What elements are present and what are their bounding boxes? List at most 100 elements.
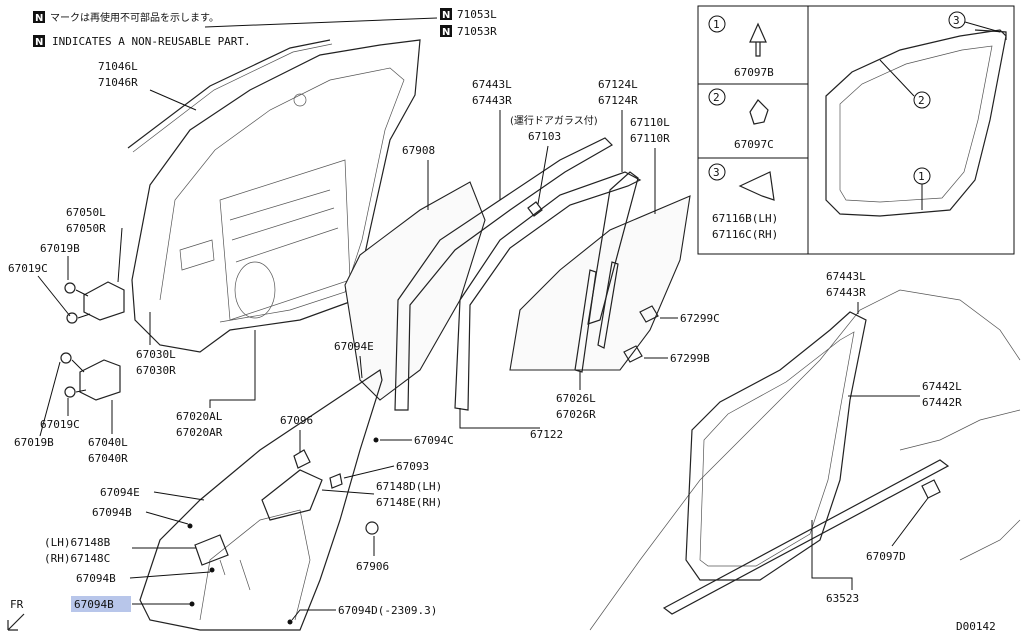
svg-text:67094B: 67094B bbox=[76, 572, 116, 585]
inset-callout-1: 1 bbox=[913, 167, 931, 210]
label-67019c-top: 67019C bbox=[8, 262, 71, 317]
door-trim-drawing bbox=[139, 369, 383, 631]
svg-text:67019B: 67019B bbox=[40, 242, 80, 255]
label-67124: 67124L 67124R bbox=[598, 78, 638, 172]
label-67094e-top: 67094E bbox=[334, 340, 374, 379]
svg-text:67094B: 67094B bbox=[74, 598, 114, 611]
svg-text:67040L: 67040L bbox=[88, 436, 128, 449]
svg-text:FR: FR bbox=[10, 598, 24, 611]
svg-text:67122: 67122 bbox=[530, 428, 563, 441]
svg-text:67116C(RH): 67116C(RH) bbox=[712, 228, 778, 241]
label-67094d: 67094D(-2309.3) bbox=[287, 604, 437, 625]
label-67094b-low: 67094B bbox=[76, 567, 215, 585]
svg-text:67094D(-2309.3): 67094D(-2309.3) bbox=[338, 604, 437, 617]
diagram-code: D00142 bbox=[956, 620, 996, 633]
svg-text:3: 3 bbox=[713, 166, 720, 179]
label-71053: N N 71053L 71053R bbox=[204, 8, 497, 38]
label-67103: (運行ドアガラス付) 67103 bbox=[510, 114, 598, 205]
label-67299c: 67299C bbox=[639, 305, 720, 325]
svg-text:2: 2 bbox=[918, 94, 925, 107]
label-71046: 71046L 71046R bbox=[98, 60, 197, 111]
label-67020: 67020AL 67020AR bbox=[176, 330, 256, 439]
label-67148d: 67148D(LH) 67148E(RH) bbox=[321, 480, 442, 509]
svg-text:67110L: 67110L bbox=[630, 116, 670, 129]
label-63523: 63523 bbox=[811, 520, 859, 605]
inset-item-2: 2 67097C bbox=[708, 88, 774, 151]
label-67299b: 67299B bbox=[623, 345, 710, 365]
svg-text:(LH)67148B: (LH)67148B bbox=[44, 536, 111, 549]
label-67096: 67096 bbox=[280, 414, 313, 469]
label-67093: 67093 bbox=[329, 460, 429, 489]
svg-text:67040R: 67040R bbox=[88, 452, 128, 465]
svg-text:67093: 67093 bbox=[396, 460, 429, 473]
svg-text:63523: 63523 bbox=[826, 592, 859, 605]
svg-text:67026L: 67026L bbox=[556, 392, 596, 405]
svg-text:67148E(RH): 67148E(RH) bbox=[376, 496, 442, 509]
label-67443-right: 67443L 67443R bbox=[826, 270, 866, 314]
svg-text:67094B: 67094B bbox=[92, 506, 132, 519]
label-67040: 67040L 67040R bbox=[88, 400, 128, 465]
note-jp: マークは再使用不可部品を示します。 bbox=[50, 11, 219, 24]
svg-text:67050L: 67050L bbox=[66, 206, 106, 219]
note-en: INDICATES A NON-REUSABLE PART. bbox=[52, 35, 251, 48]
svg-text:71053R: 71053R bbox=[457, 25, 497, 38]
svg-text:1: 1 bbox=[918, 170, 925, 183]
label-67019c-bot: 67019C bbox=[40, 398, 80, 431]
svg-text:67097D: 67097D bbox=[866, 550, 906, 563]
svg-text:67030R: 67030R bbox=[136, 364, 176, 377]
label-67906: 67906 bbox=[356, 521, 389, 573]
svg-text:67050R: 67050R bbox=[66, 222, 106, 235]
hinge-upper bbox=[64, 281, 125, 324]
svg-text:(運行ドアガラス付): (運行ドアガラス付) bbox=[510, 114, 598, 127]
hinge-lower bbox=[60, 352, 121, 401]
svg-text:67094E: 67094E bbox=[334, 340, 374, 353]
inset-callout-3: 3 bbox=[948, 11, 1001, 33]
svg-text:67019C: 67019C bbox=[40, 418, 80, 431]
glass-run-drawing bbox=[344, 137, 691, 411]
label-67050: 67050L 67050R bbox=[66, 206, 123, 283]
label-67019b-top: 67019B bbox=[40, 242, 80, 280]
svg-text:71046R: 71046R bbox=[98, 76, 138, 89]
label-67030: 67030L 67030R bbox=[136, 312, 176, 377]
svg-text:N: N bbox=[442, 10, 450, 21]
svg-text:3: 3 bbox=[953, 14, 960, 27]
svg-text:67443R: 67443R bbox=[826, 286, 866, 299]
svg-text:67124R: 67124R bbox=[598, 94, 638, 107]
inset-box: 1 67097B 2 67097C 3 67116B(LH) 67116C(RH… bbox=[697, 5, 1015, 255]
svg-text:N: N bbox=[442, 27, 450, 38]
svg-text:67097C: 67097C bbox=[734, 138, 774, 151]
body-opening-drawing bbox=[589, 289, 1021, 631]
label-67122: 67122 bbox=[459, 408, 563, 441]
svg-text:67299C: 67299C bbox=[680, 312, 720, 325]
label-67443-mid: 67443L 67443R bbox=[472, 78, 512, 200]
svg-text:67442L: 67442L bbox=[922, 380, 962, 393]
svg-text:67906: 67906 bbox=[356, 560, 389, 573]
label-67110: 67110L 67110R bbox=[630, 116, 670, 214]
svg-text:67443R: 67443R bbox=[472, 94, 512, 107]
svg-text:67116B(LH): 67116B(LH) bbox=[712, 212, 778, 225]
svg-text:67094C: 67094C bbox=[414, 434, 454, 447]
svg-text:67097B: 67097B bbox=[734, 66, 774, 79]
svg-text:(RH)67148C: (RH)67148C bbox=[44, 552, 110, 565]
svg-text:67443L: 67443L bbox=[472, 78, 512, 91]
svg-text:D00142: D00142 bbox=[956, 620, 996, 633]
svg-text:67026R: 67026R bbox=[556, 408, 596, 421]
svg-text:67443L: 67443L bbox=[826, 270, 866, 283]
notes: N マークは再使用不可部品を示します。 N INDICATES A NON-RE… bbox=[33, 11, 251, 48]
svg-text:67020AR: 67020AR bbox=[176, 426, 223, 439]
label-67908: 67908 bbox=[402, 144, 435, 210]
n-marker-1: N bbox=[35, 13, 43, 24]
label-67148b: (LH)67148B (RH)67148C bbox=[44, 536, 196, 565]
svg-text:67442R: 67442R bbox=[922, 396, 962, 409]
svg-text:67908: 67908 bbox=[402, 144, 435, 157]
svg-text:67103: 67103 bbox=[528, 130, 561, 143]
svg-text:67299B: 67299B bbox=[670, 352, 710, 365]
svg-text:71053L: 71053L bbox=[457, 8, 497, 21]
label-67094b-highlighted: 67094B bbox=[71, 596, 195, 612]
fr-arrow: FR bbox=[7, 598, 25, 631]
label-67094b-mid: 67094B bbox=[92, 506, 193, 529]
inset-item-1: 1 67097B bbox=[708, 15, 774, 79]
n-marker-2: N bbox=[35, 37, 43, 48]
svg-text:67094E: 67094E bbox=[100, 486, 140, 499]
